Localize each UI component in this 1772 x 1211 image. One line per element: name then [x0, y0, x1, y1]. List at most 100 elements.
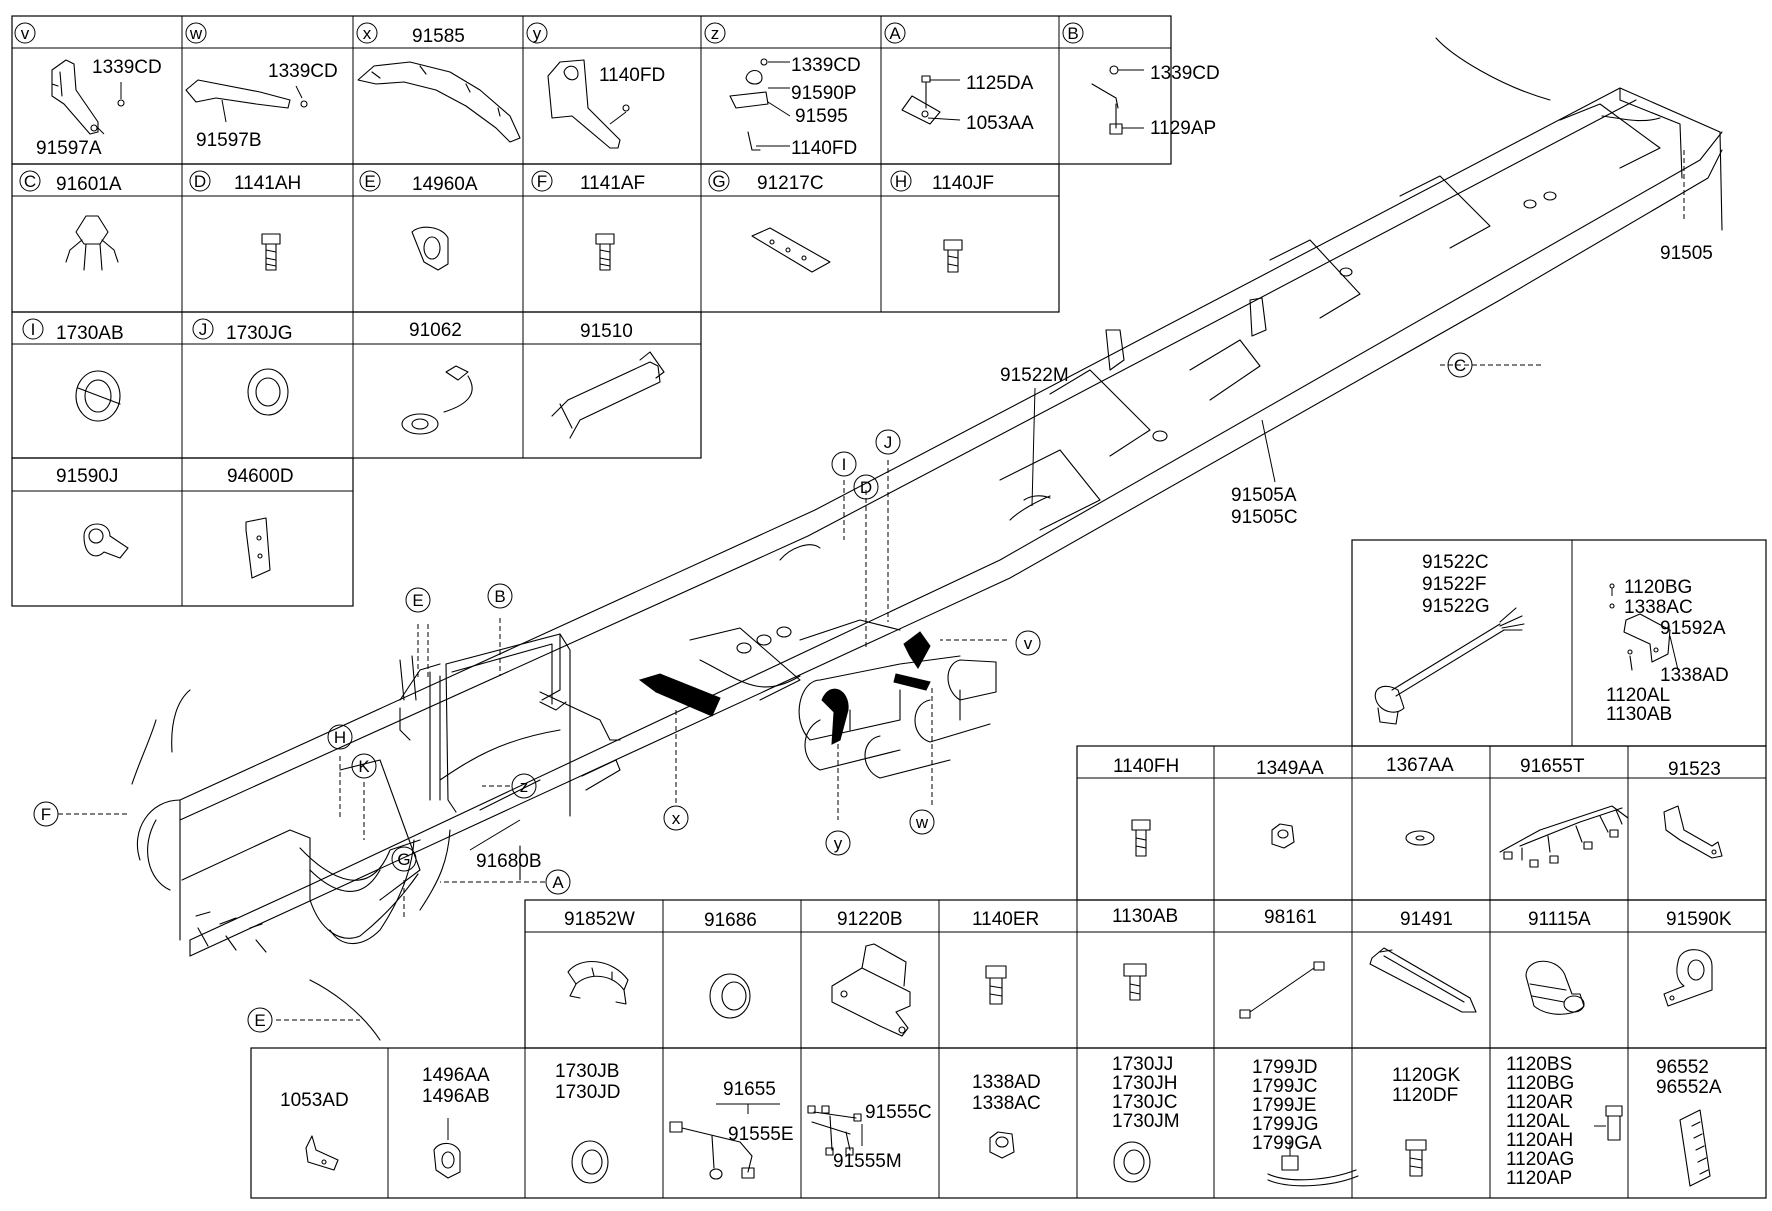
bolt-1140fh-sketch — [1131, 819, 1151, 857]
letter-marker: y — [526, 22, 548, 44]
part-label: 1120AR — [1506, 1092, 1573, 1113]
letter-marker: D — [189, 170, 211, 192]
bracket-91523-sketch — [1663, 805, 1723, 859]
part-label: 91522C — [1422, 552, 1489, 573]
bolt-1120bs-sketch — [1594, 1105, 1623, 1141]
part-label: 94600D — [227, 466, 294, 487]
bolt-1141af-sketch — [595, 233, 615, 271]
part-label: 91585 — [412, 26, 465, 47]
part-label: 1799JD — [1252, 1057, 1318, 1078]
callout-d: D — [853, 474, 879, 500]
part-label: 1799JG — [1252, 1114, 1319, 1135]
callout-g: G — [391, 846, 417, 872]
callout-x: x — [663, 805, 689, 831]
svg-text:C: C — [1454, 356, 1466, 375]
svg-text:B: B — [1067, 24, 1078, 43]
grommet-1730jb-sketch — [571, 1140, 609, 1184]
part-label: 1141AF — [580, 173, 645, 194]
grommet-91686-sketch — [709, 973, 751, 1019]
part-label: 1349AA — [1256, 758, 1324, 779]
svg-text:D: D — [860, 478, 872, 497]
part-label: 1799JE — [1252, 1095, 1316, 1116]
part-label: 1120BS — [1506, 1054, 1572, 1075]
part-label: 91595 — [795, 106, 848, 127]
part-label: 1120DF — [1392, 1085, 1458, 1106]
part-label: 14960A — [412, 174, 478, 195]
part-label: 91510 — [580, 321, 633, 342]
svg-text:w: w — [189, 24, 203, 43]
part-label: 1730JH — [1112, 1073, 1178, 1094]
svg-text:E: E — [254, 1011, 265, 1030]
svg-text:D: D — [194, 172, 206, 191]
frame-label: 91505 — [1660, 243, 1713, 264]
frame-label: 91522M — [1000, 365, 1069, 386]
part-label: 91597B — [196, 130, 262, 151]
bracket-91597b-sketch — [185, 79, 308, 123]
part-label: 91590K — [1666, 909, 1732, 930]
part-label: 1141AH — [234, 173, 301, 194]
nut-1338ad-sketch — [989, 1131, 1015, 1159]
cover-91585-sketch — [357, 61, 521, 143]
bracket-94600d-sketch — [245, 517, 271, 579]
part-label: 91115A — [1528, 909, 1591, 930]
part-label: 1496AB — [422, 1086, 490, 1107]
part-label: 1130AB — [1606, 704, 1672, 725]
chassis-frame — [58, 37, 1723, 1041]
part-label: 91590J — [56, 466, 118, 487]
frame-label: 91680B — [476, 851, 542, 872]
part-label: 91655T — [1520, 756, 1585, 777]
part-label: 1129AP — [1150, 118, 1216, 139]
part-label: 1339CD — [92, 57, 162, 78]
callout-j: J — [875, 429, 901, 455]
svg-text:E: E — [364, 172, 375, 191]
svg-text:J: J — [199, 320, 208, 339]
callout-e-bottom: E — [247, 1007, 273, 1033]
clip-z-sketch — [729, 58, 791, 151]
part-label: 91062 — [409, 320, 462, 341]
harness-box: 91522C 91522F 91522G 1120BG 1338AC 91592… — [1351, 539, 1767, 747]
part-label: 91217C — [757, 173, 824, 194]
screw-1120gk-sketch — [1405, 1139, 1427, 1177]
part-label: 91555C — [865, 1102, 932, 1123]
screw-b-sketch — [1091, 65, 1144, 135]
part-label: 1140FH — [1113, 756, 1179, 777]
harness-91522c-sketch — [1374, 607, 1525, 725]
part-label: 1730JC — [1112, 1092, 1178, 1113]
callout-y: y — [825, 830, 851, 856]
letter-marker: w — [185, 22, 207, 44]
clip-14960a-sketch — [411, 226, 449, 271]
part-label: 98161 — [1264, 907, 1317, 928]
letter-marker: C — [19, 170, 41, 192]
parts-grid-bottom-right: 1140FH 1349AA 1367AA 91655T 91523 91852W… — [250, 745, 1767, 1199]
part-label: 91555E — [728, 1124, 794, 1145]
part-label: 91655 — [723, 1079, 776, 1100]
bolt-1130ab-sketch — [1123, 963, 1147, 1001]
part-label: 91601A — [56, 174, 122, 195]
callout-f: F — [33, 801, 59, 827]
cover-91852w-sketch — [567, 960, 629, 1005]
svg-text:E: E — [412, 591, 423, 610]
letter-marker: x — [356, 22, 378, 44]
part-label: 91852W — [564, 909, 635, 930]
part-label: 91590P — [791, 83, 857, 104]
harness-91655-sketch — [669, 1103, 780, 1180]
part-label: 91522G — [1422, 596, 1490, 617]
part-label: 1120AP — [1506, 1168, 1572, 1189]
bolt-1141ah-sketch — [261, 233, 281, 271]
clamp-91590j-sketch — [83, 523, 129, 559]
svg-text:x: x — [363, 24, 372, 43]
svg-text:G: G — [712, 172, 725, 191]
clip-1496aa-sketch — [433, 1118, 461, 1179]
callout-i: I — [831, 451, 857, 477]
part-label: 1730JG — [226, 323, 293, 344]
letter-marker: J — [192, 318, 214, 340]
svg-text:y: y — [533, 24, 542, 43]
svg-text:K: K — [358, 757, 370, 776]
svg-text:v: v — [1024, 634, 1033, 653]
clamp-91590k-sketch — [1663, 949, 1713, 1007]
harness-91655t-sketch — [1499, 805, 1629, 868]
svg-text:x: x — [672, 809, 681, 828]
letter-marker: F — [531, 170, 553, 192]
part-label: 1730JB — [555, 1061, 619, 1082]
